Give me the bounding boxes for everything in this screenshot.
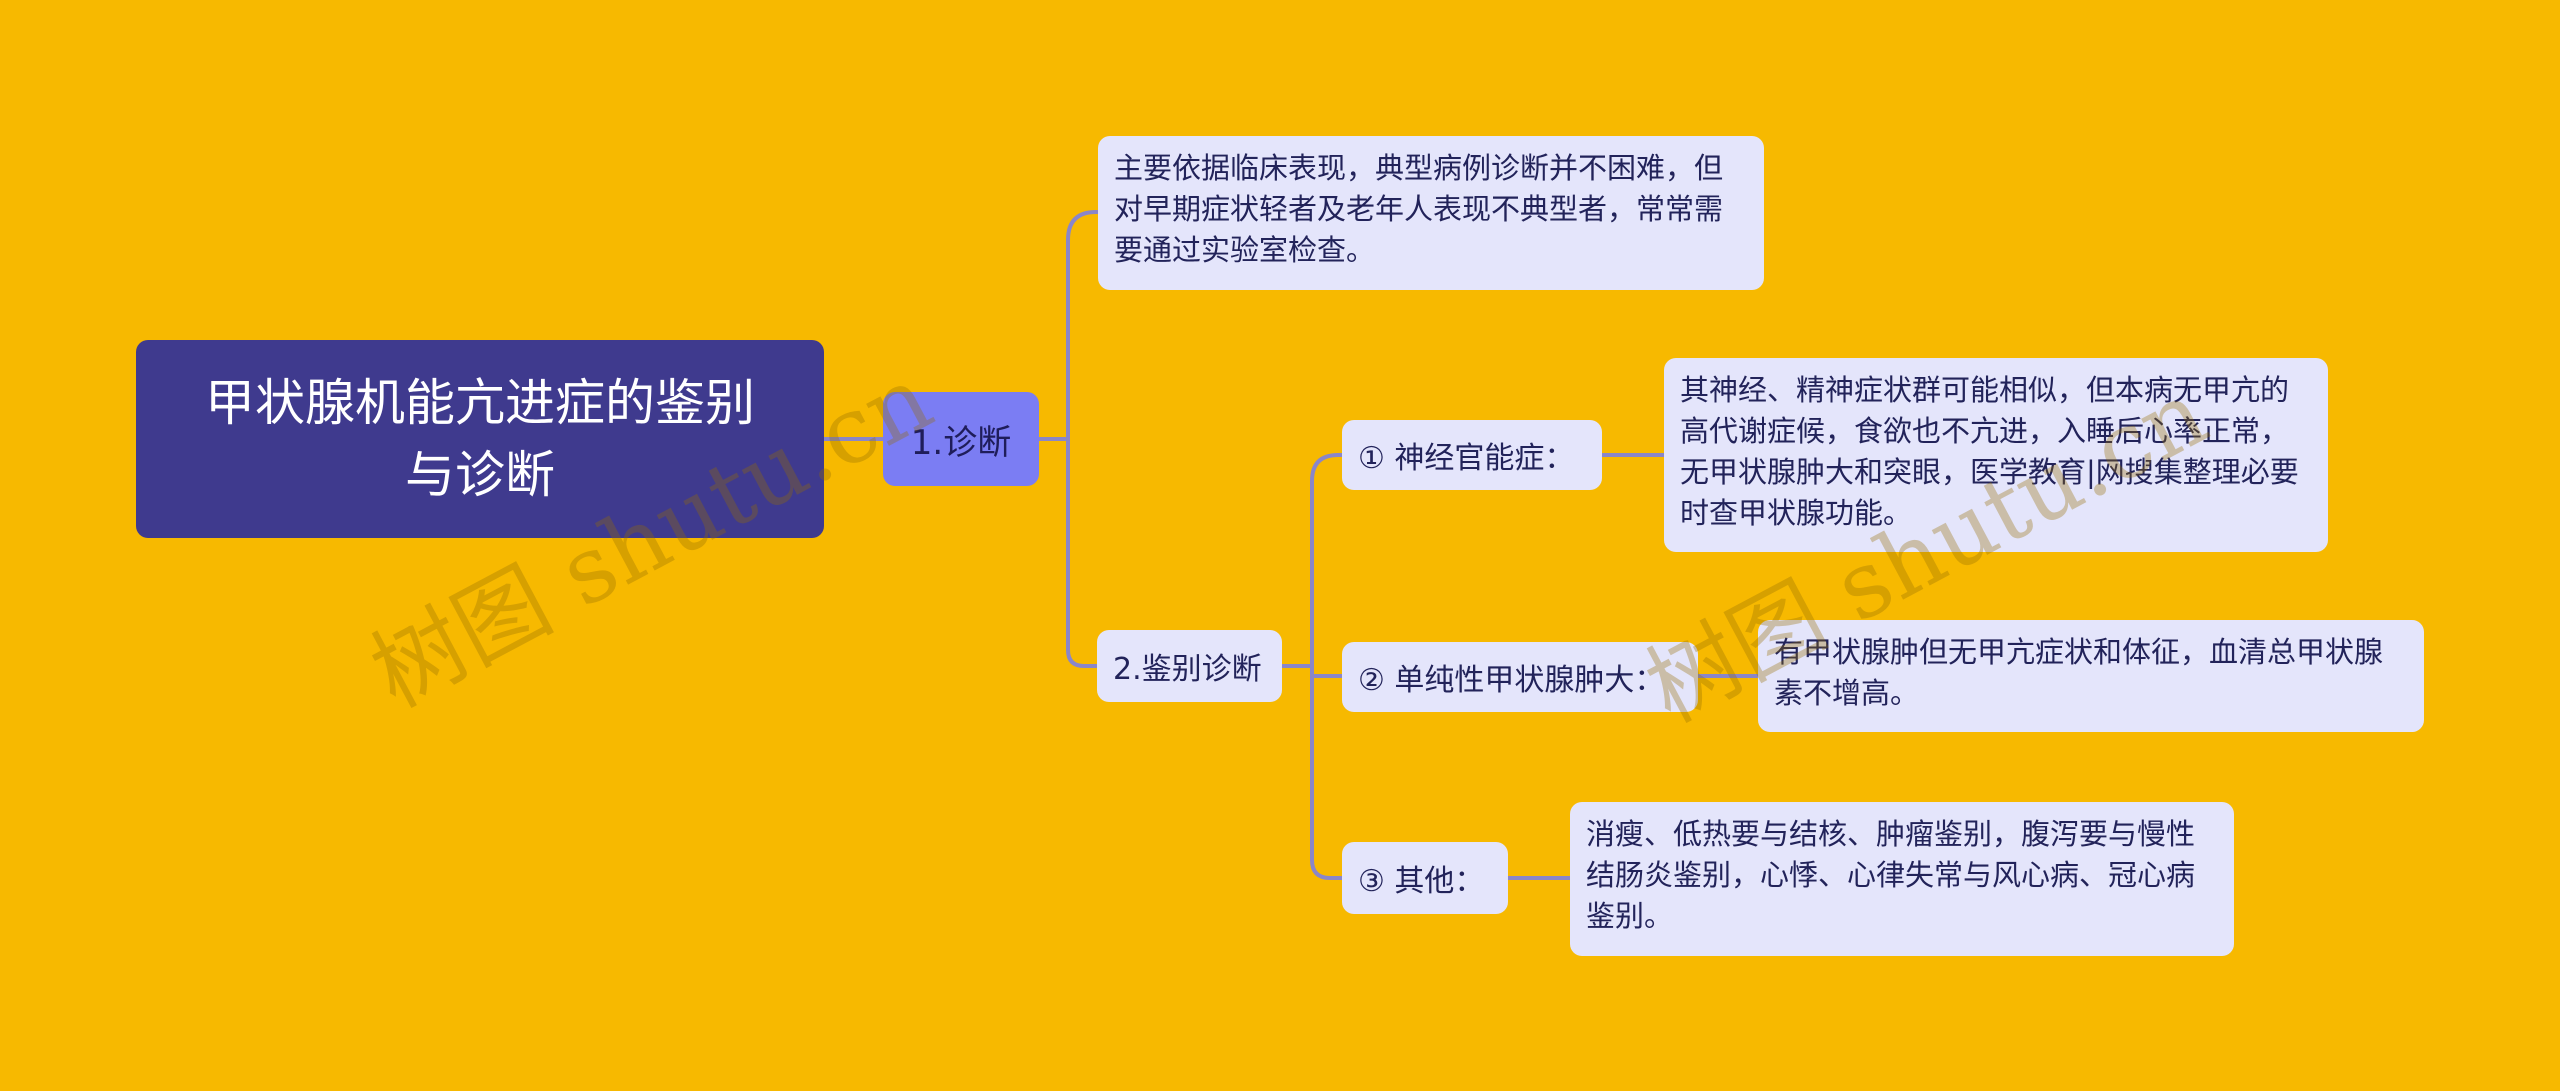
link-differential-trunk (1282, 453, 1342, 880)
differential-item-3-detail-text: 消瘦、低热要与结核、肿瘤鉴别，腹泻要与慢性结肠炎鉴别，心悸、心律失常与风心病、冠… (1586, 817, 2196, 933)
differential-item-2-detail[interactable]: 有甲状腺肿但无甲亢症状和体征，血清总甲状腺素不增高。 (1758, 620, 2424, 732)
branch-diagnosis[interactable]: 1.诊断 (883, 392, 1039, 486)
link-branch-trunk (1039, 210, 1100, 668)
differential-item-3[interactable]: ③ 其他： (1342, 842, 1508, 914)
diagnosis-detail-text: 主要依据临床表现，典型病例诊断并不困难，但对早期症状轻者及老年人表现不典型者，常… (1114, 151, 1724, 267)
branch-differential-label: 2.鉴别诊断 (1113, 652, 1262, 687)
differential-item-3-label: ③ 其他： (1358, 864, 1485, 899)
differential-item-3-detail[interactable]: 消瘦、低热要与结核、肿瘤鉴别，腹泻要与慢性结肠炎鉴别，心悸、心律失常与风心病、冠… (1570, 802, 2234, 956)
differential-item-2-detail-text: 有甲状腺肿但无甲亢症状和体征，血清总甲状腺素不增高。 (1774, 635, 2384, 710)
root-title-line2: 与诊断 (405, 446, 555, 504)
differential-item-2-label: ② 单纯性甲状腺肿大： (1358, 663, 1665, 698)
differential-item-1[interactable]: ① 神经官能症： (1342, 420, 1602, 490)
differential-item-2[interactable]: ② 单纯性甲状腺肿大： (1342, 642, 1698, 712)
differential-item-1-label: ① 神经官能症： (1358, 441, 1575, 476)
branch-differential[interactable]: 2.鉴别诊断 (1097, 630, 1282, 702)
root-topic[interactable]: 甲状腺机能亢进症的鉴别 与诊断 (136, 340, 824, 538)
diagnosis-detail[interactable]: 主要依据临床表现，典型病例诊断并不困难，但对早期症状轻者及老年人表现不典型者，常… (1098, 136, 1764, 290)
differential-item-1-detail[interactable]: 其神经、精神症状群可能相似，但本病无甲亢的高代谢症候，食欲也不亢进，入睡后心率正… (1664, 358, 2328, 552)
branch-diagnosis-label: 1.诊断 (910, 422, 1012, 463)
root-title-line1: 甲状腺机能亢进症的鉴别 (205, 374, 755, 432)
differential-item-1-detail-text: 其神经、精神症状群可能相似，但本病无甲亢的高代谢症候，食欲也不亢进，入睡后心率正… (1680, 373, 2299, 530)
